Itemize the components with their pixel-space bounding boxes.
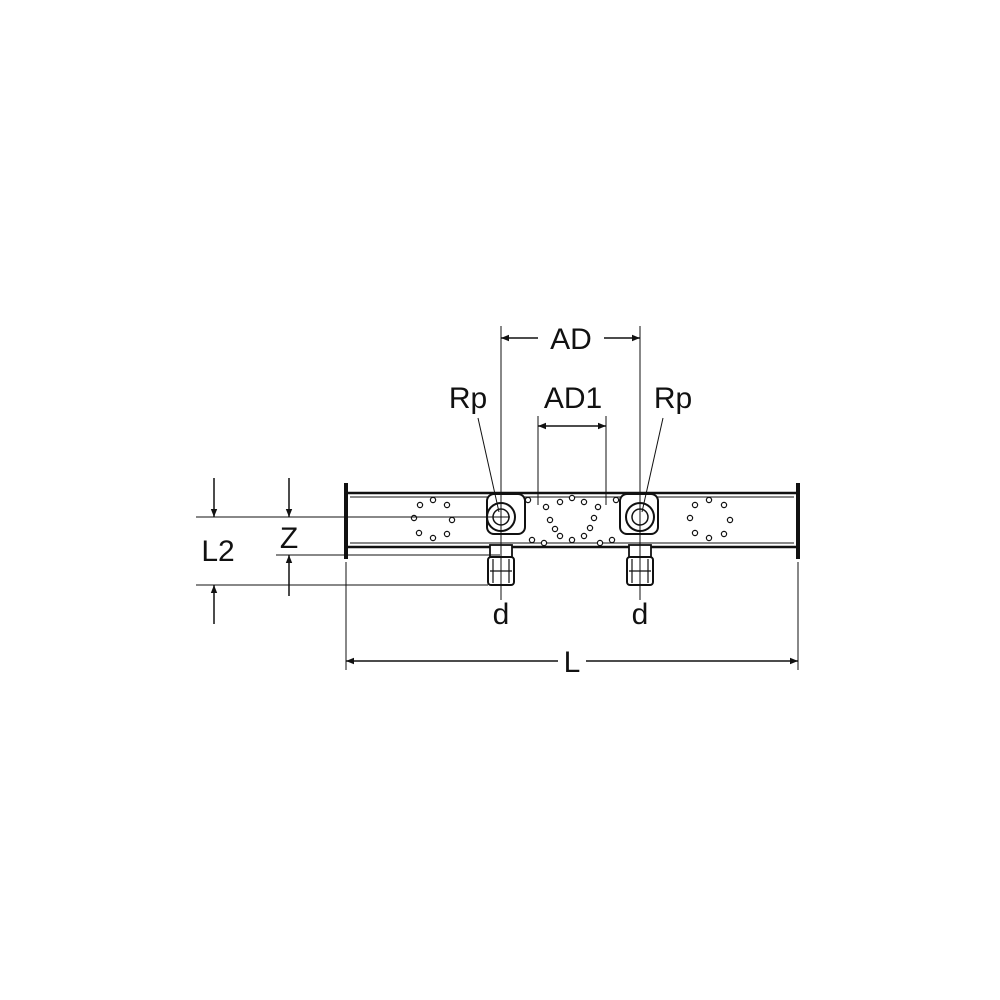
wall-plate-fitting-right — [619, 493, 659, 586]
dimension-l: L — [346, 646, 798, 679]
thread-label-left: Rp — [449, 382, 487, 415]
pipe-diameter-label-right: d — [632, 598, 649, 631]
pipe-diameter-label-left: d — [493, 598, 510, 631]
dimension-z: Z — [280, 478, 298, 596]
dimension-label-ad1: AD1 — [544, 382, 602, 415]
wall-plate-fitting-left — [486, 493, 526, 586]
dimension-label-l: L — [564, 646, 581, 679]
dimension-ad1: AD1 — [538, 382, 606, 430]
thread-callout-right: Rp — [641, 382, 692, 513]
dimension-ad: AD — [501, 323, 640, 356]
dimension-label-l2: L2 — [201, 535, 234, 568]
extension-lines — [196, 326, 799, 670]
dimension-label-z: Z — [280, 522, 298, 555]
mounting-holes — [410, 494, 734, 547]
dimension-label-ad: AD — [550, 323, 592, 356]
thread-label-right: Rp — [654, 382, 692, 415]
dimension-l2: L2 — [201, 478, 235, 624]
thread-callout-left: Rp — [449, 382, 500, 513]
